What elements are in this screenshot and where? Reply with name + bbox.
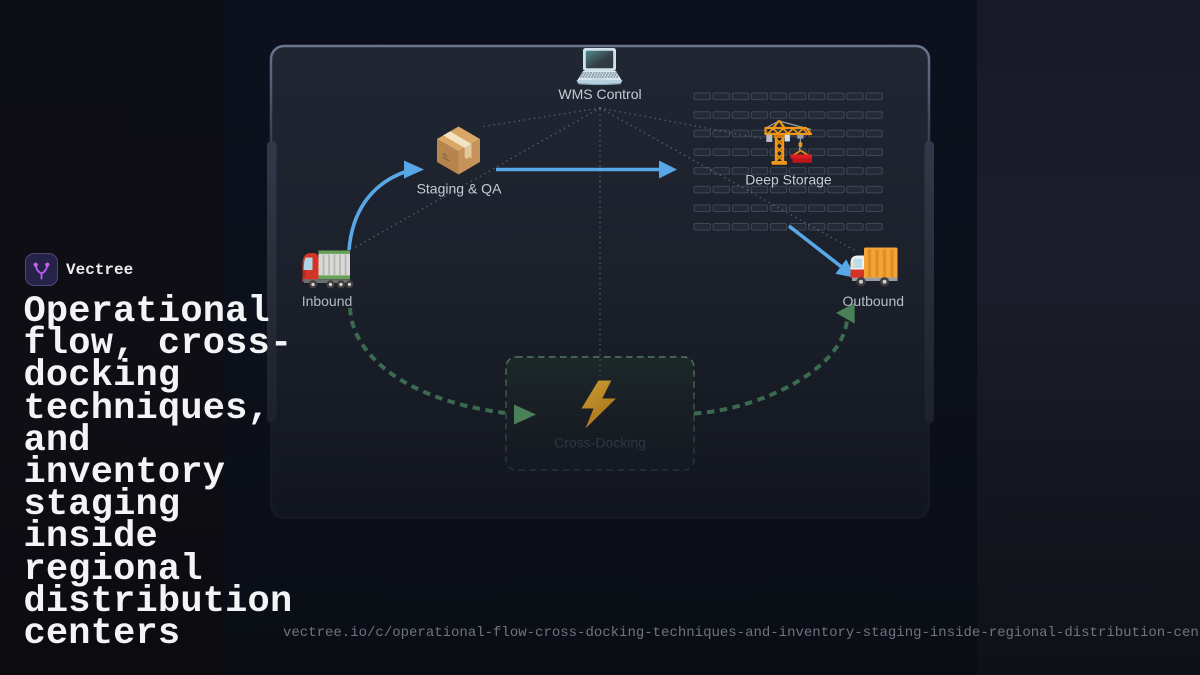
svg-text:Staging & QA: Staging & QA: [417, 181, 502, 197]
svg-text:Cross-Docking: Cross-Docking: [554, 435, 646, 451]
svg-text:Inbound: Inbound: [302, 293, 353, 309]
svg-text:Deep Storage: Deep Storage: [745, 172, 832, 188]
svg-text:WMS Control: WMS Control: [558, 86, 641, 102]
svg-text:Outbound: Outbound: [843, 293, 905, 309]
